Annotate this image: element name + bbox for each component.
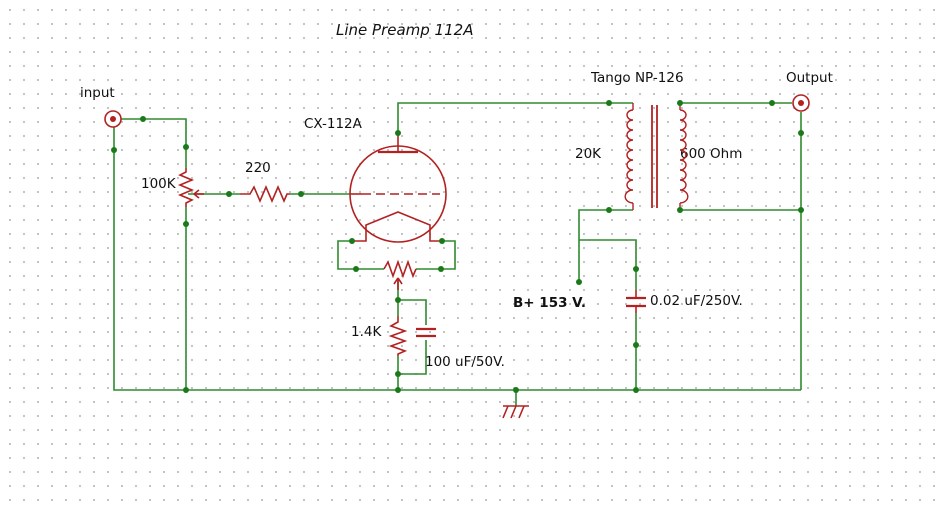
ground-icon — [502, 405, 529, 419]
cathode-capacitor-icon — [416, 327, 436, 338]
bplus-label: B+ 153 V. — [513, 295, 587, 311]
grid-resistor-label: 220 — [245, 160, 271, 176]
pot-label: 100K — [141, 176, 176, 192]
primary-label: 20K — [575, 146, 602, 162]
volume-potentiometer-icon — [177, 168, 204, 207]
bypass-capacitor-icon — [626, 290, 646, 313]
diagram-title: Line Preamp 112A — [336, 21, 474, 39]
grid-resistor-icon — [240, 184, 290, 204]
cathode-resistor-icon — [388, 316, 408, 356]
output-transformer-icon — [624, 103, 689, 210]
cathode-resistor-label: 1.4K — [351, 324, 382, 340]
cathode-cap-label: 100 uF/50V. — [425, 354, 505, 370]
output-connector-icon — [792, 94, 810, 112]
input-connector-icon — [104, 110, 122, 128]
input-label: input — [80, 85, 115, 101]
junction-dots — [111, 100, 804, 393]
filament-balance-pot-icon — [383, 259, 417, 290]
output-label: Output — [786, 70, 833, 86]
triode-tube-icon — [349, 136, 447, 243]
bypass-cap-label: 0.02 uF/250V. — [650, 293, 743, 309]
secondary-label: 600 Ohm — [680, 146, 743, 162]
transformer-label: Tango NP-126 — [591, 70, 684, 86]
wires — [113, 102, 802, 406]
tube-label: CX-112A — [304, 116, 362, 132]
